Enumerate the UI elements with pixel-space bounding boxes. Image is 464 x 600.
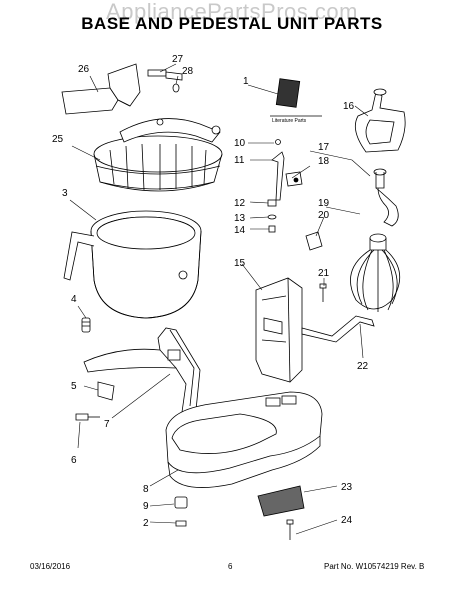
callout-18: 18 [318, 156, 330, 167]
callout-24: 24 [341, 515, 353, 526]
callout-8: 8 [143, 484, 149, 495]
locating-pin-part [81, 317, 91, 333]
callout-23: 23 [341, 482, 353, 493]
literature-parts-label: Literature Parts [272, 118, 307, 124]
wire-whip-part [350, 233, 400, 312]
dough-hook-part [373, 168, 399, 227]
callout-11: 11 [234, 155, 245, 166]
callout-1: 1 [243, 76, 249, 87]
callout-22: 22 [357, 361, 369, 372]
callout-20: 20 [318, 210, 330, 221]
callout-28: 28 [182, 66, 194, 77]
pedestal-column-part [255, 277, 303, 383]
callout-9: 9 [143, 501, 149, 512]
hardware-10-14-part [267, 139, 285, 233]
clip-18-part [285, 171, 303, 187]
callout-15: 15 [234, 258, 246, 269]
callout-7: 7 [104, 419, 110, 430]
screw-24-part [286, 519, 294, 540]
screw-21-part [319, 283, 327, 302]
callout-2: 2 [143, 518, 149, 529]
footer-part-number: Part No. W10574219 Rev. B [324, 562, 425, 571]
callout-10: 10 [234, 138, 246, 149]
page-title: BASE AND PEDESTAL UNIT PARTS [81, 14, 383, 33]
callout-6: 6 [71, 455, 77, 466]
mixing-bowl-part [63, 210, 202, 319]
callout-17: 17 [318, 142, 330, 153]
literature-part [270, 78, 322, 117]
callout-3: 3 [62, 188, 68, 199]
callout-5: 5 [71, 381, 77, 392]
clamp-part [97, 381, 115, 401]
bowl-guard-part [93, 118, 223, 192]
base-pad-part [257, 485, 305, 517]
splash-shield-part [61, 63, 141, 115]
foot-part [174, 496, 188, 527]
screw-6-part [75, 413, 100, 421]
callout-25: 25 [52, 134, 64, 145]
callout-21: 21 [318, 268, 330, 279]
callout-14: 14 [234, 225, 246, 236]
pedestal-base-part [165, 391, 323, 488]
callout-numbers: 1 2 3 4 5 6 7 8 9 10 11 12 13 14 15 16 1… [52, 54, 369, 529]
crank-handle-part [301, 315, 375, 343]
bowl-support-part [83, 327, 201, 421]
callout-27: 27 [172, 54, 184, 65]
callout-19: 19 [318, 198, 330, 209]
screw-and-washer-part [147, 69, 183, 93]
callout-26: 26 [78, 64, 90, 75]
footer-date: 03/16/2016 [30, 562, 71, 571]
callout-4: 4 [71, 294, 77, 305]
clip-20-part [305, 231, 323, 251]
callout-16: 16 [343, 101, 355, 112]
flat-beater-part [354, 88, 406, 153]
watermark: AppliancePartsPros.com [106, 0, 358, 24]
callout-12: 12 [234, 198, 246, 209]
callout-13: 13 [234, 213, 246, 224]
footer-page-number: 6 [228, 562, 233, 571]
